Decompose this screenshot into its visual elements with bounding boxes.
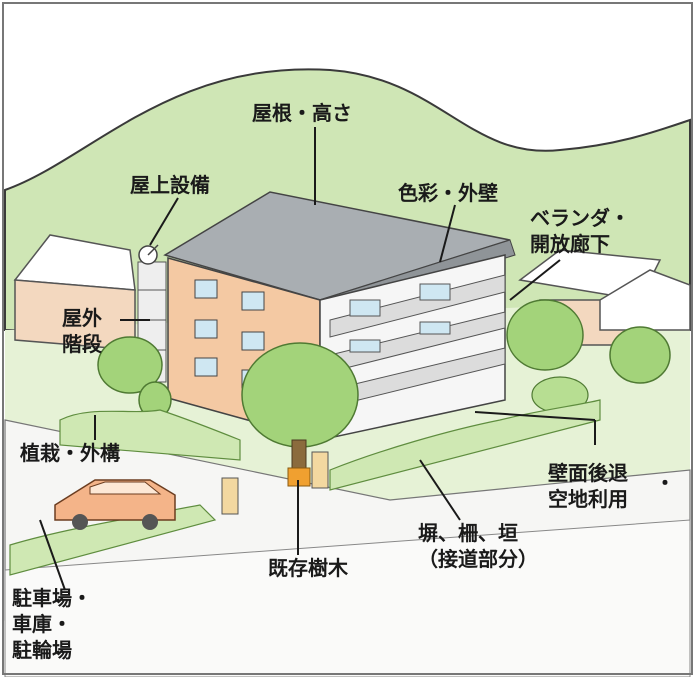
label-veranda: ベランダ・ 開放廊下 xyxy=(530,205,630,257)
label-veranda-line1: ベランダ・ xyxy=(530,206,630,230)
label-rooftop-equipment: 屋上設備 xyxy=(130,173,210,197)
label-outdoor-stairs-line1: 屋外 xyxy=(62,306,102,330)
label-outdoor-stairs-line2: 階段 xyxy=(62,332,102,356)
trees xyxy=(97,299,671,487)
label-setback-line1: 壁面後退 xyxy=(548,461,628,485)
road-near xyxy=(4,519,691,677)
label-veranda-line2: 開放廊下 xyxy=(530,232,610,256)
label-parking-line2: 車庫・ xyxy=(12,612,72,636)
label-setback: 壁面後退 空地利用 xyxy=(548,460,628,512)
leader-lines xyxy=(39,127,596,591)
label-parking-line3: 駐輪場 xyxy=(12,638,72,662)
label-existing-tree: 既存樹木 xyxy=(268,556,348,580)
label-parking-line1: 駐車場・ xyxy=(12,586,92,610)
car xyxy=(54,479,176,530)
label-setback-line3: 空地利用 xyxy=(548,487,628,511)
label-planting: 植栽・外構 xyxy=(20,441,120,465)
label-outdoor-stairs: 屋外 階段 xyxy=(62,305,102,357)
hedges xyxy=(9,399,601,576)
label-fence: 塀、柵、垣 （接道部分） xyxy=(418,520,538,572)
right-neighbor-houses xyxy=(518,249,691,346)
label-color-wall: 色彩・外壁 xyxy=(398,181,498,205)
label-fence-line2: （接道部分） xyxy=(418,547,538,571)
label-setback-dot: ・ xyxy=(655,471,675,495)
label-fence-line1: 塀、柵、垣 xyxy=(418,521,518,545)
left-neighbor-house xyxy=(13,234,136,351)
label-roof-height: 屋根・高さ xyxy=(252,101,352,125)
label-parking: 駐車場・ 車庫・ 駐輪場 xyxy=(12,585,92,663)
